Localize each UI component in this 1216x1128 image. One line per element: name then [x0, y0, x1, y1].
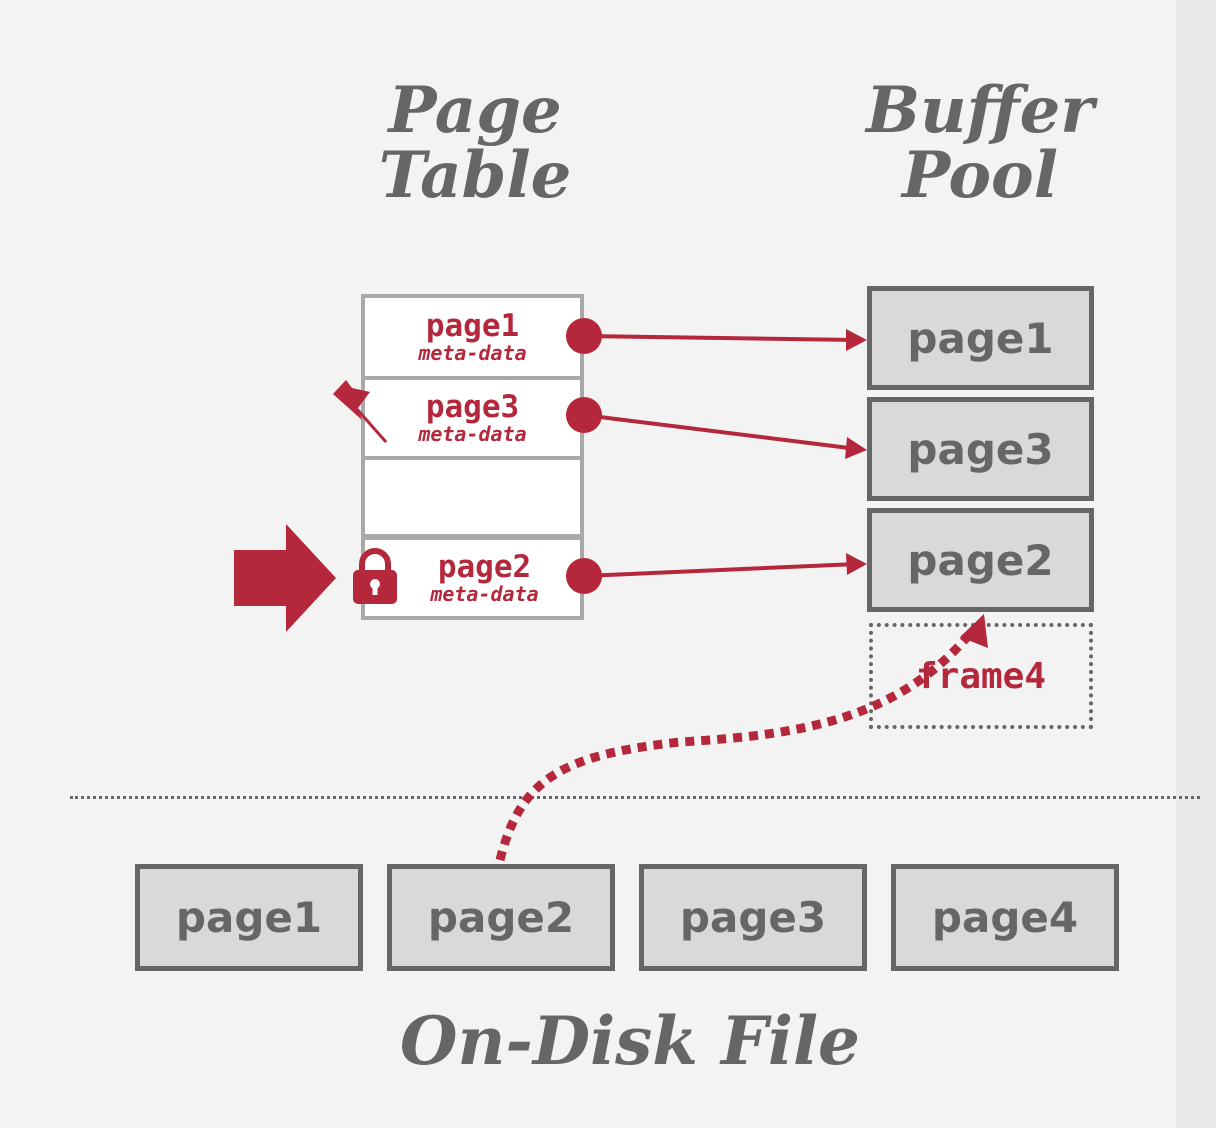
pointer-page1: [566, 318, 867, 354]
page-table-row-meta: meta-data: [418, 341, 527, 366]
page-table-row-name: page1: [425, 307, 520, 344]
disk-page-page3: page3: [639, 864, 867, 971]
page-table-row-name: page2: [437, 548, 532, 585]
buffer-pool-frame-page3: page3: [867, 397, 1094, 501]
right-arrow-icon: [234, 524, 336, 632]
buffer-pool-frame-page1: page1: [867, 286, 1094, 390]
buffer-pool-title-line1: Buffer: [866, 73, 1094, 148]
page-table-row-name: page3: [425, 388, 520, 425]
load-arrow: [495, 614, 988, 862]
page-table-row-page3: page3 meta-data: [361, 376, 584, 460]
on-disk-file-title: On-Disk File: [399, 1002, 861, 1080]
page-table-title-line1: Page: [388, 73, 562, 148]
buffer-pool-title-line2: Pool: [901, 138, 1059, 214]
disk-page-page1: page1: [135, 864, 363, 971]
page-table-title-line2: Table: [378, 138, 572, 214]
pin-icon: [333, 380, 388, 443]
page-table-row-page1: page1 meta-data: [361, 294, 584, 380]
background-band: [1176, 0, 1216, 1128]
memory-disk-divider: [70, 796, 1200, 799]
page-table-row-meta: meta-data: [430, 582, 539, 607]
lock-icon: [353, 548, 397, 604]
page-table-title: Page Table: [345, 78, 605, 209]
disk-page-page2: page2: [387, 864, 615, 971]
pointer-page2: [566, 553, 867, 594]
page-table-row-meta: meta-data: [418, 422, 527, 447]
buffer-pool-title: Buffer Pool: [840, 78, 1120, 209]
pointer-page3: [566, 397, 867, 459]
disk-page-page4: page4: [891, 864, 1119, 971]
buffer-pool-frame-page2: page2: [867, 508, 1094, 612]
